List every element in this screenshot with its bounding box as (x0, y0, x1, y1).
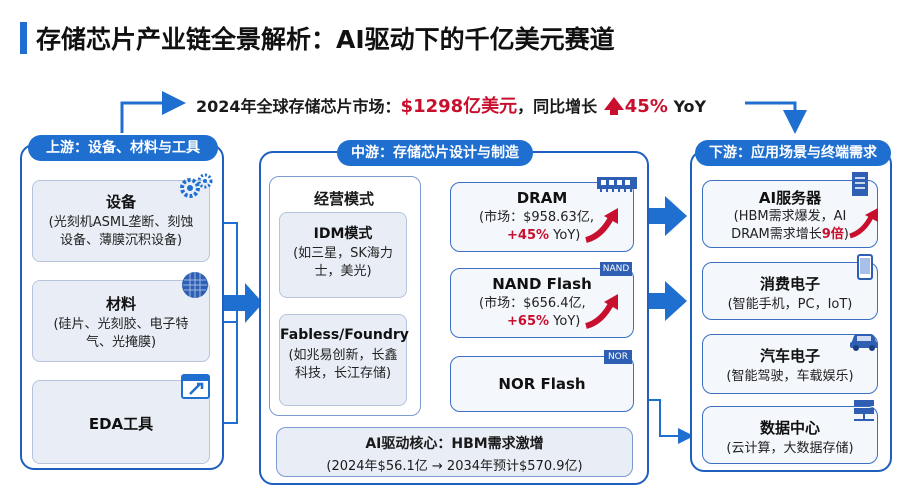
market-summary: 2024年全球存储芯片市场：$1298亿美元，同比增长 45% YoY (196, 92, 706, 118)
idm-desc: (如三星，SK海力士，美光) (293, 246, 393, 279)
ai-trend-arrow-icon (849, 208, 878, 239)
growth-arrow-icon (603, 97, 625, 116)
downstream-header: 下游：应用场景与终端需求 (695, 140, 891, 166)
car-icon (850, 334, 878, 351)
nor-title: NOR Flash (498, 375, 586, 393)
datacenter-icon (854, 400, 874, 421)
hbm-callout: AI驱动核心：HBM需求激增 (2024年$56.1亿 → 2034年预计$57… (276, 427, 633, 477)
server-icon (852, 172, 868, 196)
nand-yoy: YoY) (549, 314, 581, 329)
market-mid: ，同比增长 (517, 97, 598, 116)
nand-trend-arrow-icon (585, 294, 618, 329)
eda-card: EDA工具 (32, 380, 210, 464)
wafer-icon (182, 272, 208, 298)
gears-icon (180, 173, 213, 198)
dram-trend-arrow-icon (585, 208, 618, 243)
materials-card: 材料 (硅片、光刻胶、电子特气、光掩膜) (32, 280, 210, 362)
business-model-title: 经营模式 (313, 190, 374, 208)
nand-title: NAND Flash (492, 275, 592, 293)
nand-growth: +65% (507, 314, 550, 329)
materials-title: 材料 (105, 295, 136, 313)
dram-title: DRAM (516, 189, 568, 207)
ai-server-desc1: (HBM需求爆发，AI (733, 209, 847, 224)
fabless-title: Fabless/Foundry (280, 327, 409, 343)
phone-icon (857, 254, 873, 280)
title-accent-bar (20, 22, 27, 54)
auto-title: 汽车电子 (759, 347, 820, 365)
nand-chip-icon: NAND (600, 262, 632, 276)
market-prefix: 2024年全球存储芯片市场： (196, 97, 401, 116)
idm-card: IDM模式 (如三星，SK海力士，美光) (279, 212, 407, 298)
ai-server-card: AI服务器 (HBM需求爆发，AI DRAM需求增长9倍) (702, 180, 878, 248)
eda-window-icon (181, 374, 210, 399)
hbm-desc: (2024年$56.1亿 → 2034年预计$570.9亿) (326, 459, 583, 474)
upstream-header: 上游：设备、材料与工具 (28, 135, 218, 161)
auto-card: 汽车电子 (智能驾驶，车载娱乐) (702, 334, 878, 394)
datacenter-title: 数据中心 (759, 419, 820, 437)
market-value: $1298亿美元 (400, 96, 518, 117)
ram-icon (597, 177, 637, 192)
dram-card: DRAM (市场：$958.63亿, +45% YoY) (450, 182, 634, 252)
equipment-title: 设备 (105, 193, 136, 211)
ai-server-title: AI服务器 (758, 189, 822, 207)
midstream-header: 中游：存储芯片设计与制造 (337, 140, 533, 166)
eda-title: EDA工具 (88, 415, 154, 433)
market-growth: 45% (624, 96, 668, 117)
nor-card: NOR Flash (450, 356, 634, 412)
dram-yoy: YoY) (549, 228, 581, 243)
fabless-desc: (如兆易创新，长鑫科技，长江存储) (288, 348, 398, 381)
ai-server-highlight: 9倍 (821, 227, 844, 242)
nand-market: (市场：$656.4亿, (479, 296, 586, 311)
datacenter-card: 数据中心 (云计算，大数据存储) (702, 406, 878, 464)
idm-title: IDM模式 (313, 226, 373, 242)
consumer-card: 消费电子 (智能手机，PC，IoT) (702, 262, 878, 320)
ai-server-desc3: ) (843, 227, 849, 242)
nor-chip-icon: NOR (604, 350, 632, 364)
materials-desc: (硅片、光刻胶、电子特气、光掩膜) (53, 317, 189, 350)
dram-growth: +45% (507, 228, 550, 243)
market-yoy: YoY (673, 97, 707, 116)
nand-card: NAND Flash (市场：$656.4亿, +65% YoY) (450, 268, 634, 338)
dram-market: (市场：$958.63亿, (479, 210, 594, 225)
consumer-desc: (智能手机，PC，IoT) (727, 297, 853, 312)
hbm-title: AI驱动核心：HBM需求激增 (365, 436, 544, 452)
equipment-card: 设备 (光刻机ASML垄断、刻蚀设备、薄膜沉积设备) (32, 180, 210, 262)
consumer-title: 消费电子 (759, 275, 820, 293)
datacenter-desc: (云计算，大数据存储) (726, 441, 854, 456)
auto-desc: (智能驾驶，车载娱乐) (726, 369, 854, 384)
page-title: 存储芯片产业链全景解析：AI驱动下的千亿美元赛道 (36, 25, 615, 54)
fabless-card: Fabless/Foundry (如兆易创新，长鑫科技，长江存储) (279, 314, 409, 406)
ai-server-desc2: DRAM需求增长 (731, 227, 822, 242)
equipment-desc: (光刻机ASML垄断、刻蚀设备、薄膜沉积设备) (48, 215, 194, 248)
